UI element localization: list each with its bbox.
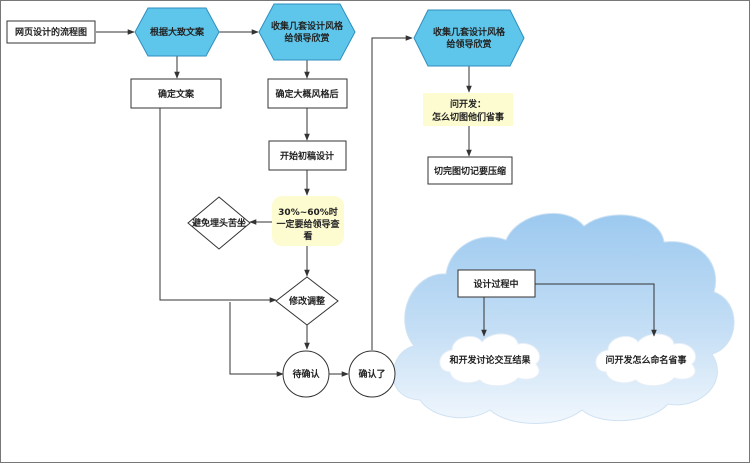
node-review-note-line1: 30%~60%时: [278, 206, 338, 218]
node-collect-styles-1-line2: 给领导欣赏: [284, 32, 329, 44]
node-ask-dev-line1: 问开发：: [450, 98, 486, 110]
node-collect-styles-2[interactable]: 收集几套设计风格 给领导欣赏: [413, 9, 525, 67]
node-revise-label: 修改调整: [288, 295, 325, 307]
node-collect-styles-1-line1: 收集几套设计风格: [271, 20, 344, 32]
node-draft-copy[interactable]: 根据大致文案: [134, 7, 220, 57]
node-naming-label: 问开发怎么命名省事: [605, 354, 686, 366]
node-compress-label: 切完图切记要压缩: [434, 165, 506, 177]
node-confirmed[interactable]: 确认了: [348, 350, 396, 398]
node-collect-styles-2-line2: 给领导欣赏: [446, 38, 491, 50]
cloud-bubble-discuss: [439, 333, 541, 387]
node-confirmed-label: 确认了: [358, 368, 385, 380]
node-collect-styles-1[interactable]: 收集几套设计风格 给领导欣赏: [258, 3, 356, 61]
node-discuss-label: 和开发讨论交互结果: [448, 354, 531, 366]
node-review-note-line2: 一定要给领导查: [276, 218, 340, 230]
node-avoid-rework[interactable]: 避免埋头苦坐: [187, 196, 251, 250]
node-start-draft[interactable]: 开始初稿设计: [268, 140, 347, 171]
node-confirm-style[interactable]: 确定大概风格后: [267, 78, 348, 109]
cloud-bubble-naming: [595, 333, 697, 387]
node-compress[interactable]: 切完图切记要压缩: [427, 156, 513, 185]
node-review-note-line3: 看: [303, 230, 312, 242]
node-design-in-progress-label: 设计过程中: [473, 278, 518, 290]
connectors: [96, 29, 657, 377]
node-ask-dev[interactable]: 问开发： 怎么切图他们省事: [423, 93, 513, 126]
title-box[interactable]: 网页设计的流程图: [6, 20, 96, 44]
node-pending-label: 待确认: [292, 368, 320, 380]
node-pending[interactable]: 待确认: [282, 350, 330, 398]
node-draft-copy-label: 根据大致文案: [150, 26, 205, 38]
node-review-note[interactable]: 30%~60%时 一定要给领导查 看: [272, 196, 344, 246]
page-title: 网页设计的流程图: [15, 26, 87, 38]
node-collect-styles-2-line1: 收集几套设计风格: [433, 26, 506, 38]
node-avoid-rework-label: 避免埋头苦坐: [192, 217, 246, 229]
node-confirm-copy[interactable]: 确定文案: [130, 78, 222, 109]
node-confirm-style-label: 确定大概风格后: [275, 88, 338, 100]
node-revise[interactable]: 修改调整: [275, 276, 339, 326]
node-start-draft-label: 开始初稿设计: [280, 150, 334, 162]
node-confirm-copy-label: 确定文案: [158, 88, 195, 100]
node-ask-dev-line2: 怎么切图他们省事: [432, 111, 504, 123]
node-design-in-progress[interactable]: 设计过程中: [457, 269, 536, 298]
